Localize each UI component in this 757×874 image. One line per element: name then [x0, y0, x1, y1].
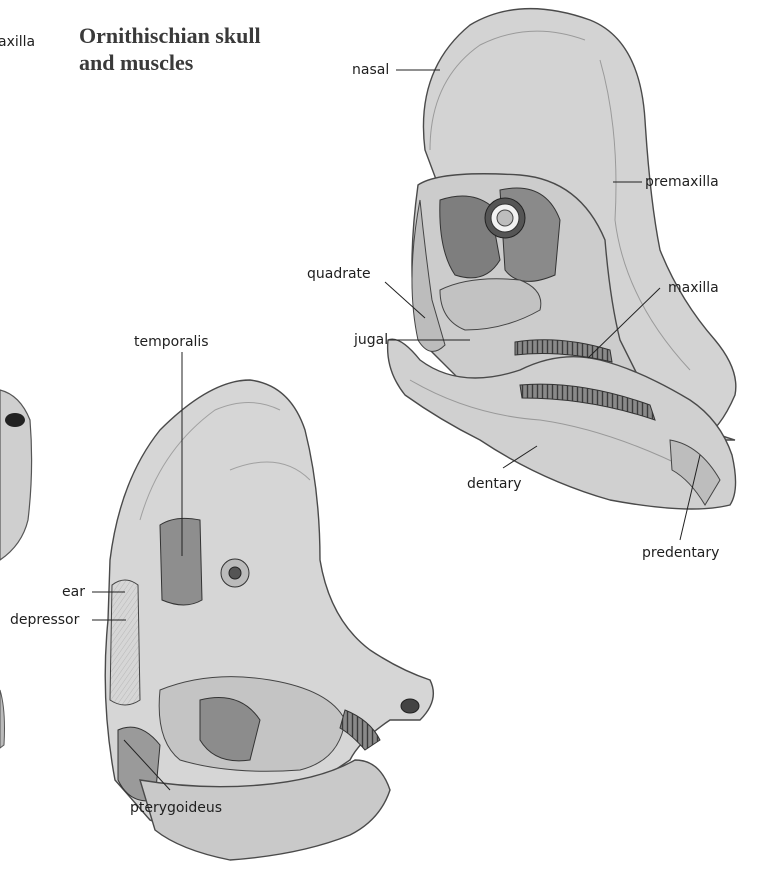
upper-skull-illustration [388, 9, 736, 509]
temporalis-muscle [160, 518, 202, 605]
label-jugal: jugal [354, 332, 388, 348]
figure-title: Ornithischian skull and muscles [79, 22, 339, 76]
label-pterygoideus: pterygoideus [130, 800, 222, 816]
label-predentary: predentary [642, 545, 719, 561]
lower-skull-illustration [105, 380, 433, 860]
label-premaxilla: premaxilla [645, 174, 719, 190]
label-temporalis: temporalis [134, 334, 209, 350]
label-ear: ear [62, 584, 85, 600]
depressor-muscle [110, 580, 140, 705]
label-dentary: dentary [467, 476, 521, 492]
left-cut-off-skull [0, 390, 32, 748]
figure-title-line1: Ornithischian skull [79, 23, 261, 48]
label-depressor: depressor [10, 612, 79, 628]
cut-off-label: axilla [0, 34, 35, 50]
figure-title-line2: and muscles [79, 50, 193, 75]
label-maxilla: maxilla [668, 280, 719, 296]
label-nasal: nasal [352, 62, 389, 78]
label-quadrate: quadrate [307, 266, 371, 282]
